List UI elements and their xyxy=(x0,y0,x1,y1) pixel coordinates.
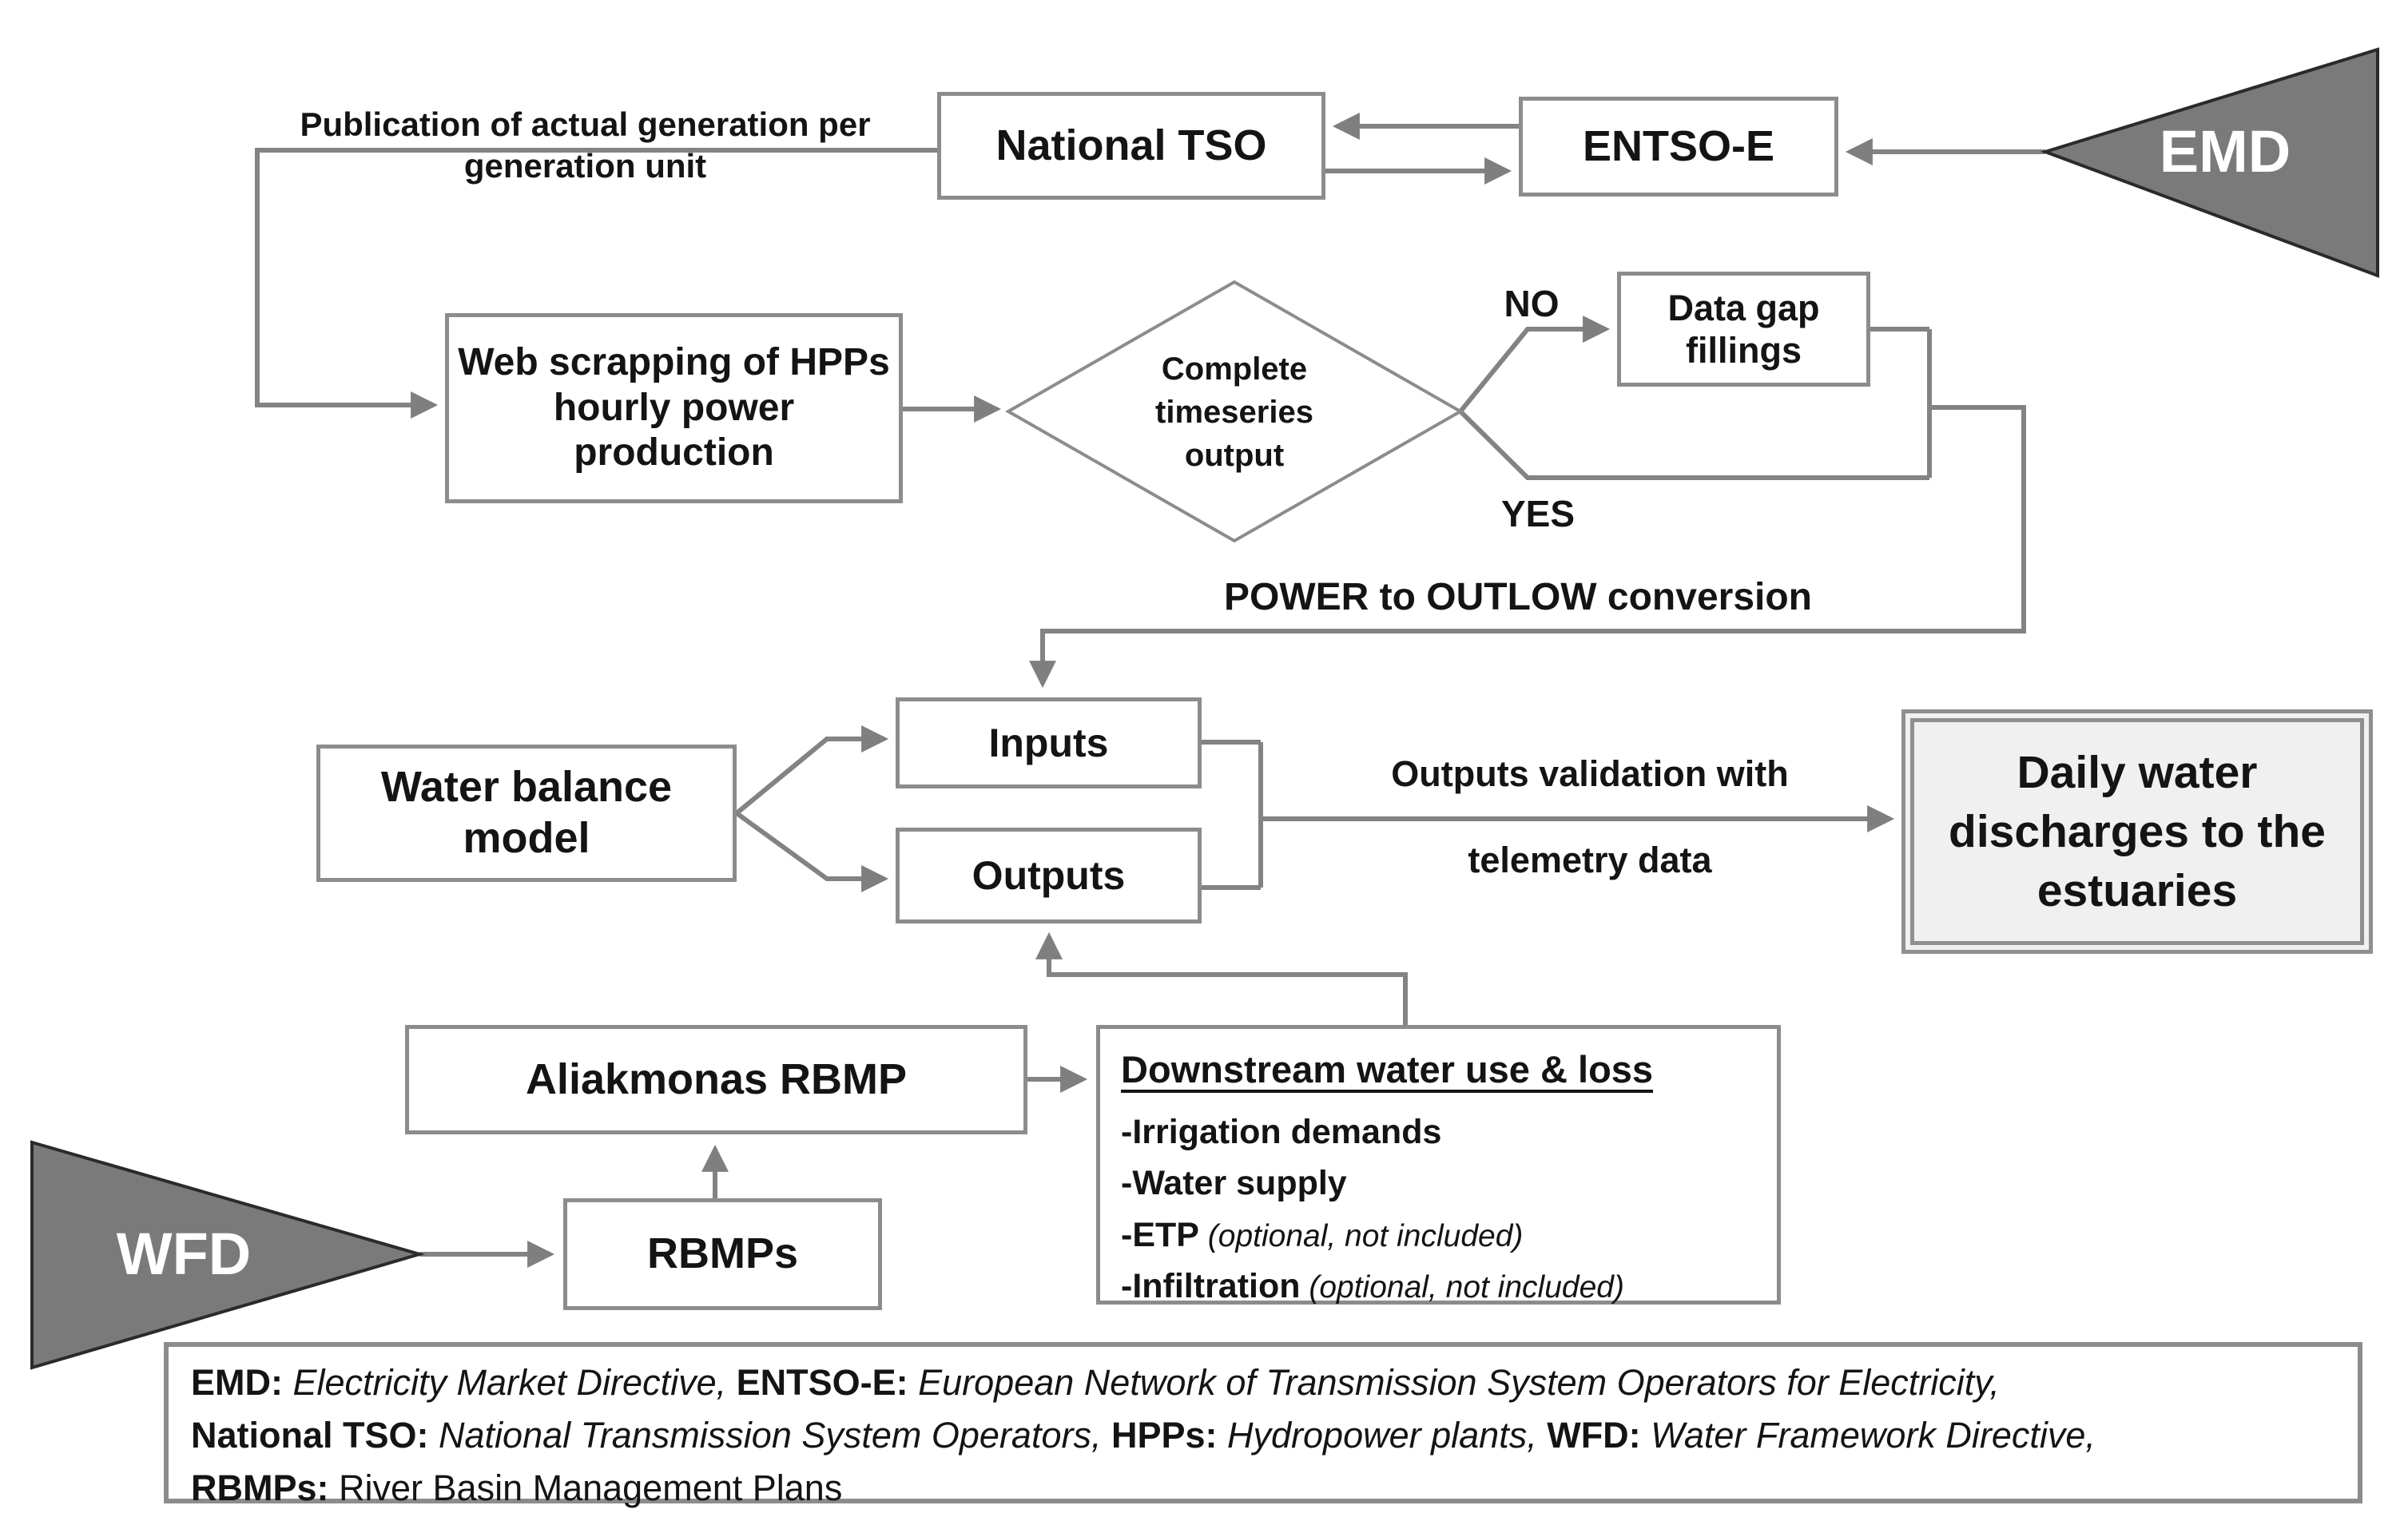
downstream-item-main: -ETP xyxy=(1121,1215,1199,1254)
wfd-triangle xyxy=(30,1140,426,1370)
water-balance-box: Water balance model xyxy=(316,745,737,882)
daily-water-box: Daily water discharges to the estuaries xyxy=(1901,709,2373,954)
downstream-item-note: (optional, not included) xyxy=(1300,1270,1624,1305)
legend-term: ENTSO-E: xyxy=(736,1362,919,1403)
downstream-box: Downstream water use & loss -Irrigation … xyxy=(1096,1025,1781,1305)
legend-term: EMD: xyxy=(191,1362,293,1403)
arrow-downstream-to-outputs xyxy=(1035,931,1408,1025)
power-conversion-label: POWER to OUTLOW conversion xyxy=(1223,576,1812,618)
rbmps-box: RBMPs xyxy=(563,1198,882,1310)
downstream-item: -ETP (optional, not included) xyxy=(1121,1209,1523,1261)
legend-definition: Electricity Market Directive, xyxy=(292,1362,737,1403)
legend-line: National TSO: National Transmission Syst… xyxy=(191,1409,2335,1462)
line-yes-branch xyxy=(1458,409,1929,480)
legend-definition: River Basin Management Plans xyxy=(339,1467,843,1509)
aliakmonas-box: Aliakmonas RBMP xyxy=(405,1025,1027,1134)
downstream-item: -Infiltration (optional, not included) xyxy=(1121,1261,1624,1313)
legend-line: EMD: Electricity Market Directive, ENTSO… xyxy=(191,1356,2335,1409)
decision-diamond xyxy=(1004,280,1464,543)
emd-label: EMD xyxy=(2159,117,2291,185)
legend-definition: Hydropower plants, xyxy=(1227,1415,1548,1456)
decision-label: Complete timeseries output xyxy=(1155,351,1313,473)
emd-triangle xyxy=(2040,47,2379,278)
publication-label: Publication of actual generation per gen… xyxy=(300,105,871,185)
downstream-item: -Water supply xyxy=(1121,1158,1347,1209)
arrow-model-to-inputs xyxy=(735,725,889,816)
web-scraping-box: Web scrapping of HPPs hourly power produ… xyxy=(445,313,903,503)
downstream-item: -Irrigation demands xyxy=(1121,1106,1441,1158)
data-gap-box: Data gap fillings xyxy=(1617,272,1870,387)
downstream-item-main: -Infiltration xyxy=(1121,1267,1301,1305)
arrow-merge-to-inputs xyxy=(1029,405,2026,689)
downstream-title: Downstream water use & loss xyxy=(1121,1048,1654,1090)
legend-term: RBMPs: xyxy=(191,1467,340,1509)
legend-definition: European Network of Transmission System … xyxy=(918,1362,2000,1403)
legend-term: National TSO: xyxy=(191,1415,439,1456)
downstream-item-note: (optional, not included) xyxy=(1198,1218,1524,1253)
legend-term: WFD: xyxy=(1547,1415,1651,1456)
national-tso-box: National TSO xyxy=(937,92,1325,200)
arrow-no-to-datagap xyxy=(1458,316,1611,413)
downstream-item-main: -Irrigation demands xyxy=(1121,1112,1442,1151)
legend-definition: National Transmission System Operators, xyxy=(439,1415,1111,1456)
legend-term: HPPs: xyxy=(1111,1415,1228,1456)
no-label: NO xyxy=(1504,283,1560,325)
downstream-item-main: -Water supply xyxy=(1121,1164,1347,1202)
legend-definition: Water Framework Directive, xyxy=(1651,1415,2096,1456)
validation-label-line2: telemetry data xyxy=(1468,839,1712,880)
outputs-box: Outputs xyxy=(896,828,1202,923)
inputs-box: Inputs xyxy=(896,697,1202,788)
validation-label-line1: Outputs validation with xyxy=(1391,753,1789,794)
yes-label: YES xyxy=(1500,493,1576,535)
wfd-label: WFD xyxy=(116,1220,252,1287)
legend-line: RBMPs: River Basin Management Plans xyxy=(191,1462,2335,1515)
arrow-tso-to-webscraping xyxy=(255,148,937,419)
entso-e-box: ENTSO-E xyxy=(1519,97,1838,197)
legend-box: EMD: Electricity Market Directive, ENTSO… xyxy=(164,1342,2362,1508)
arrow-model-to-outputs xyxy=(735,811,889,892)
